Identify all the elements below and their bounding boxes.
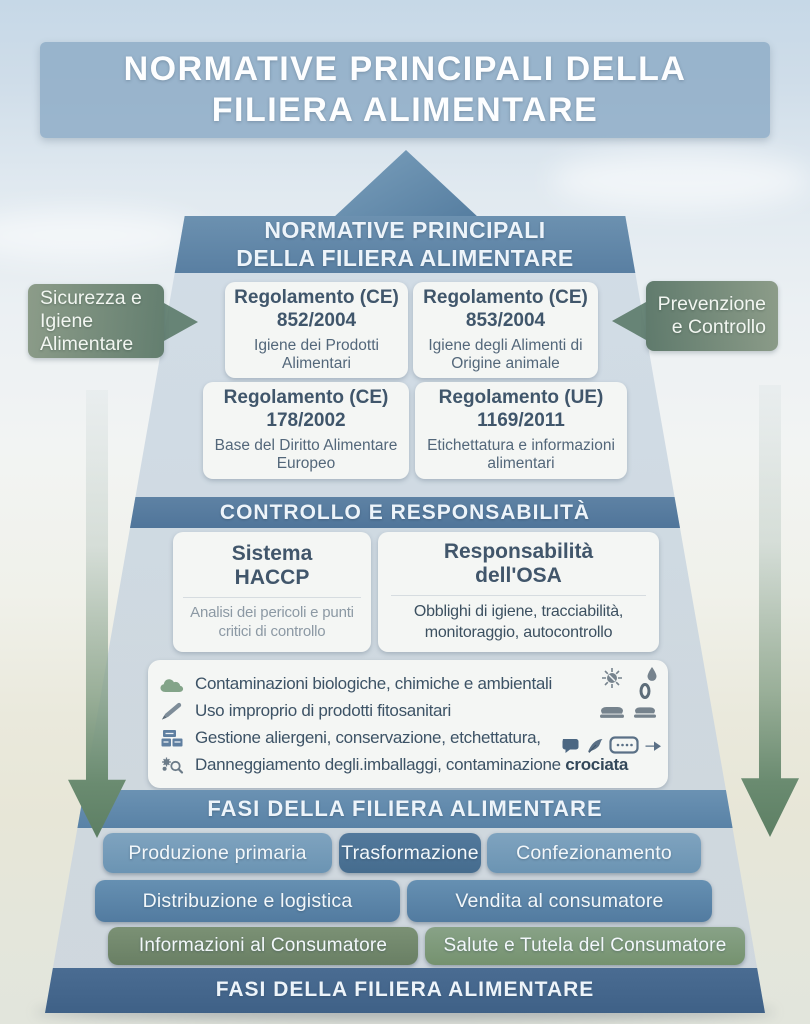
pyramid-top-band-line2: DELLA FILIERA ALIMENTARE [236,244,574,271]
risk-item: Danneggiamento degli.imballaggi, contami… [158,751,658,778]
regulation-subtitle: Base del Diritto Alimentare Europeo [214,437,398,473]
stage-confezionamento: Confezionamento [487,833,701,873]
cloud-decoration [550,150,810,210]
haccp-card-title: Sistema HACCP [231,542,313,590]
risk-text-normal: Danneggiamento degli.imballaggi, contami… [195,754,561,774]
risk-item: Contaminazioni biologiche, chimiche e am… [158,670,658,697]
risk-item: Gestione aliergeni, conservazione, etche… [158,724,658,751]
hazard-icons-cluster [596,665,660,721]
osa-card-subtitle: Obblighi di igiene, tracciabilità, monit… [391,595,646,644]
stage-trasformazione: Trasformazione [339,833,481,873]
risk-text: Uso improprio di prodotti fitosanitari [195,700,451,720]
haccp-card: Sistema HACCP Analisi dei pericoli e pun… [173,532,371,652]
haccp-card-subtitle: Analisi dei pericoli e punti critici di … [182,597,362,642]
regulation-name: Regolamento (CE) [423,286,588,308]
risk-text: Danneggiamento degli.imballaggi, contami… [195,755,628,775]
bottom-band: FASI DELLA FILIERA ALIMENTARE [45,968,765,1013]
droplet-bowl-icon [634,667,657,718]
right-down-arrow-icon [741,385,799,837]
risk-item: Uso improprio di prodotti fitosanitari [158,697,658,724]
regulation-name: Regolamento (CE) [234,286,399,308]
regulation-card-853-2004: Regolamento (CE) 853/2004 Igiene degli A… [413,282,598,378]
pyramid-peak [333,150,479,218]
regulation-card-852-2004: Regolamento (CE) 852/2004 Igiene dei Pro… [225,282,408,378]
regulation-name: Regolamento (UE) [438,387,604,409]
risk-text: Contaminazioni biologiche, chimiche e am… [195,673,552,693]
osa-card-title: Responsabilità dell'OSA [443,540,594,588]
regulation-name: Regolamento (CE) [223,387,389,409]
stage-produzione-primaria: Produzione primaria [103,833,332,873]
stage-informazioni-consumatore: Informazioni al Consumatore [108,927,418,965]
regulation-subtitle: Igiene dei Prodotti Alimentari [254,336,379,372]
keyboard-icon [609,736,639,754]
stages-band: FASI DELLA FILIERA ALIMENTARE [45,790,765,828]
regulation-subtitle: Etichettatura e informazioni alimentari [427,437,615,473]
regulation-number: 853/2004 [465,309,546,331]
allergen-storage-icon [158,728,186,748]
risk-text: Gestione aliergeni, conservazione, etche… [195,727,541,747]
page-title-line2: FILIERA ALIMENTARE [211,91,599,129]
osa-card: Responsabilità dell'OSA Obblighi di igie… [378,532,659,652]
control-responsibility-band: CONTROLLO E RESPONSABILITÀ [45,497,765,528]
regulation-number: 178/2002 [266,410,346,432]
regulation-subtitle: Igiene degli Alimenti di Origine animale [428,336,583,372]
quill-pen-icon [588,738,603,753]
feedback-bubble-icon [562,738,579,753]
risks-card: Contaminazioni biologiche, chimiche e am… [148,660,668,788]
page-title-line1: NORMATIVE PRINCIPALI DELLA [123,49,687,88]
left-side-label: Sicurezza e Igiene Alimentare [28,284,164,358]
pyramid-top-band-line1: NORMATIVE PRINCIPALI [264,217,546,244]
stage-vendita-consumatore: Vendita al consumatore [407,880,712,922]
cloud-decoration [0,210,200,260]
damage-inspection-icon [158,755,186,775]
stage-salute-tutela-consumatore: Salute e Tutela del Consumatore [425,927,745,965]
regulation-number: 1169/2011 [477,410,565,432]
risk-text-bold: crociata [565,754,629,774]
pesticide-pen-icon [158,701,186,721]
regulation-number: 852/2004 [276,309,357,331]
regulation-card-178-2002: Regolamento (CE) 178/2002 Base del Dirit… [203,382,409,479]
page-title: NORMATIVE PRINCIPALI DELLA FILIERA ALIME… [40,42,770,138]
sun-bowl-icon [600,668,624,718]
labelling-icons-cluster [561,736,662,754]
stage-distribuzione-logistica: Distribuzione e logistica [95,880,400,922]
arrow-right-icon [645,741,661,751]
regulation-card-1169-2011: Regolamento (UE) 1169/2011 Etichettatura… [415,382,627,479]
contamination-cloud-icon [158,674,186,694]
right-side-label: Prevenzione e Controllo [646,281,778,351]
